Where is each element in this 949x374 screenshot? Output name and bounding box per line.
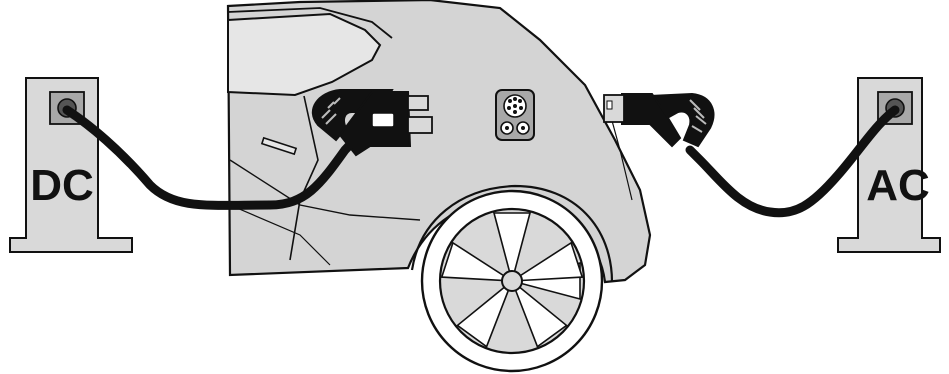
ac-charging-station: AC [837,77,941,253]
dc-station-label: DC [30,161,94,210]
ccs-dc-connector-icon [311,89,433,157]
ccs-combo-inlet-icon [495,89,535,141]
wheel-spokes [440,212,584,348]
window-frame-line [227,7,393,39]
wheel-arch [410,184,614,283]
rear-window [227,12,382,97]
dc-cable [62,105,367,210]
lower-panel [229,204,331,266]
dc-charging-station: DC [9,77,133,253]
wheel-icon [420,189,604,373]
type2-ac-connector-icon [603,92,715,148]
body-crease [229,159,421,221]
door-line [289,95,319,261]
hub [501,270,523,292]
door-handle [260,136,298,156]
ac-cable [685,105,900,218]
ac-station-pillar [837,77,941,253]
ac-station-label: AC [866,161,930,210]
